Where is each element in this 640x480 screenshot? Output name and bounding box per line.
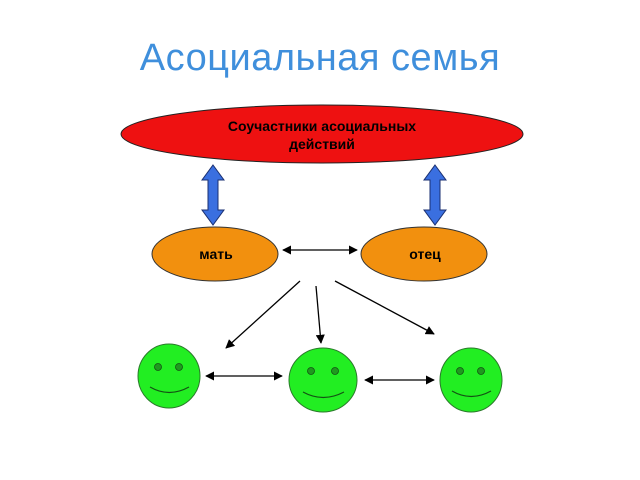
mother-node: мать xyxy=(151,226,279,282)
mother-label: мать xyxy=(199,246,233,262)
arrow-to-child-1 xyxy=(225,280,301,349)
father-node: отец xyxy=(360,226,488,282)
child-1-smiley-icon xyxy=(137,343,201,409)
mother-link-arrow xyxy=(201,164,225,226)
arrow-to-child-2 xyxy=(315,285,325,344)
child-2-smiley-icon xyxy=(288,347,358,413)
arrow-to-child-3 xyxy=(334,280,435,335)
accomplices-label-line1: Соучастники асоциальных xyxy=(228,118,416,134)
accomplices-node: Соучастники асоциальных действий xyxy=(120,104,524,164)
slide-title: Асоциальная семья xyxy=(139,37,501,79)
child-3-smiley-icon xyxy=(439,347,503,413)
father-link-arrow xyxy=(423,164,447,226)
accomplices-label-line2: действий xyxy=(289,136,355,152)
father-label: отец xyxy=(409,246,441,262)
